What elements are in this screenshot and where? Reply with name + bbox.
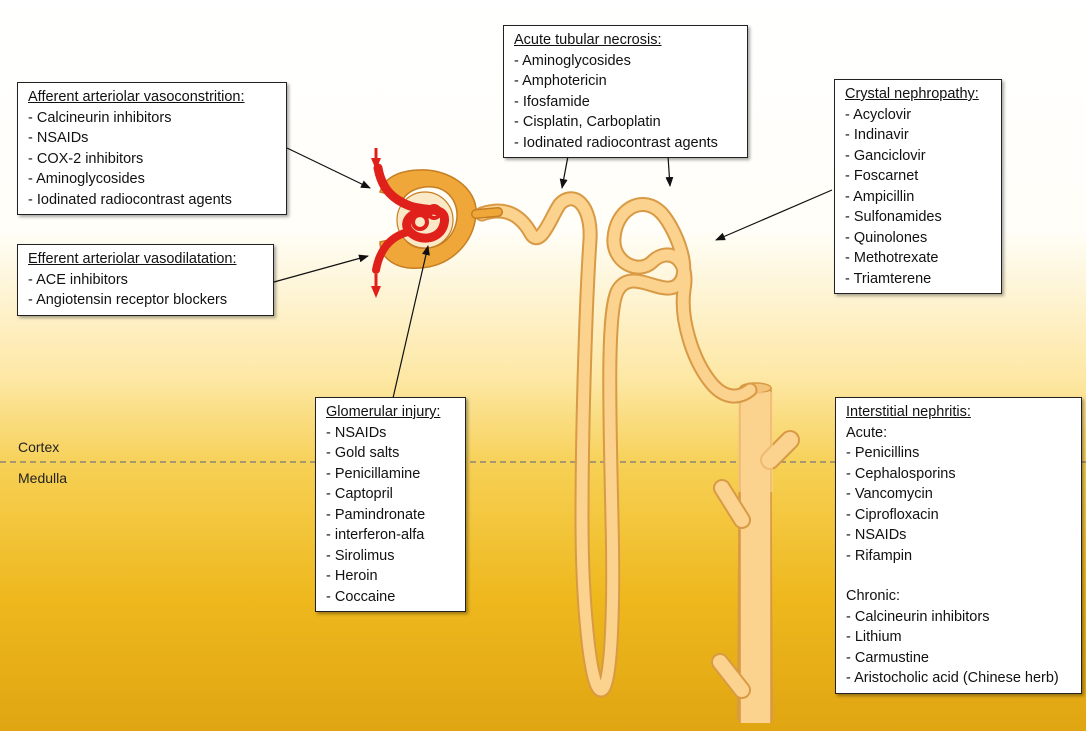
efferent-vasodilatation-box: Efferent arteriolar vasodilatation: ACE … <box>17 244 274 316</box>
list-item: NSAIDs <box>326 423 457 444</box>
list-item: Aristocholic acid (Chinese herb) <box>846 668 1073 689</box>
list-item: Acyclovir <box>845 105 993 126</box>
efferent-list: ACE inhibitors Angiotensin receptor bloc… <box>28 270 265 311</box>
efferent-title: Efferent arteriolar vasodilatation: <box>28 249 265 270</box>
nephron-tubule <box>482 199 750 690</box>
list-item: Cephalosporins <box>846 464 1073 485</box>
list-item: Cisplatin, Carboplatin <box>514 112 739 133</box>
list-item: Amphotericin <box>514 71 739 92</box>
list-item: Ampicillin <box>845 187 993 208</box>
list-item: Ifosfamide <box>514 92 739 113</box>
list-item: Pamindronate <box>326 505 457 526</box>
collecting-duct <box>720 383 790 723</box>
list-item: Ciprofloxacin <box>846 505 1073 526</box>
list-item: Aminoglycosides <box>28 169 278 190</box>
list-item: Triamterene <box>845 269 993 290</box>
list-item: Indinavir <box>845 125 993 146</box>
list-item: Methotrexate <box>845 248 993 269</box>
list-item: Calcineurin inhibitors <box>28 108 278 129</box>
list-item: Sulfonamides <box>845 207 993 228</box>
afferent-title: Afferent arteriolar vasoconstrition: <box>28 87 278 108</box>
cortex-label: Cortex <box>18 439 59 455</box>
crystal-list: Acyclovir Indinavir Ganciclovir Foscarne… <box>845 105 993 290</box>
list-item: NSAIDs <box>28 128 278 149</box>
list-item: Penicillamine <box>326 464 457 485</box>
list-item: Iodinated radiocontrast agents <box>28 190 278 211</box>
list-item: Calcineurin inhibitors <box>846 607 1073 628</box>
list-item: Rifampin <box>846 546 1073 567</box>
list-item: Foscarnet <box>845 166 993 187</box>
list-item: Gold salts <box>326 443 457 464</box>
glomerular-injury-box: Glomerular injury: NSAIDs Gold salts Pen… <box>315 397 466 612</box>
interstitial-nephritis-box: Interstitial nephritis: Acute: Penicilli… <box>835 397 1082 694</box>
glomerular-title: Glomerular injury: <box>326 402 457 423</box>
list-item: Vancomycin <box>846 484 1073 505</box>
acute-list: Penicillins Cephalosporins Vancomycin Ci… <box>846 443 1073 566</box>
list-item: Heroin <box>326 566 457 587</box>
afferent-list: Calcineurin inhibitors NSAIDs COX-2 inhi… <box>28 108 278 211</box>
list-item: Angiotensin receptor blockers <box>28 290 265 311</box>
acute-tubular-necrosis-box: Acute tubular necrosis: Aminoglycosides … <box>503 25 748 158</box>
list-item: Carmustine <box>846 648 1073 669</box>
atn-list: Aminoglycosides Amphotericin Ifosfamide … <box>514 51 739 154</box>
list-item: Coccaine <box>326 587 457 608</box>
list-item: interferon-alfa <box>326 525 457 546</box>
interstitial-title: Interstitial nephritis: <box>846 402 1073 423</box>
list-item: Penicillins <box>846 443 1073 464</box>
list-item: COX-2 inhibitors <box>28 149 278 170</box>
crystal-nephropathy-box: Crystal nephropathy: Acyclovir Indinavir… <box>834 79 1002 294</box>
chronic-label: Chronic: <box>846 586 1073 607</box>
crystal-title: Crystal nephropathy: <box>845 84 993 105</box>
list-item: Aminoglycosides <box>514 51 739 72</box>
list-item: Captopril <box>326 484 457 505</box>
list-item: Sirolimus <box>326 546 457 567</box>
list-item: NSAIDs <box>846 525 1073 546</box>
list-item: ACE inhibitors <box>28 270 265 291</box>
list-item: Lithium <box>846 627 1073 648</box>
atn-title: Acute tubular necrosis: <box>514 30 739 51</box>
acute-label: Acute: <box>846 423 1073 444</box>
medulla-label: Medulla <box>18 470 67 486</box>
list-item: Ganciclovir <box>845 146 993 167</box>
list-item: Quinolones <box>845 228 993 249</box>
afferent-vasoconstriction-box: Afferent arteriolar vasoconstrition: Cal… <box>17 82 287 215</box>
chronic-list: Calcineurin inhibitors Lithium Carmustin… <box>846 607 1073 689</box>
list-item: Iodinated radiocontrast agents <box>514 133 739 154</box>
glomerular-list: NSAIDs Gold salts Penicillamine Captopri… <box>326 423 457 608</box>
pointer-arrows <box>274 148 832 398</box>
